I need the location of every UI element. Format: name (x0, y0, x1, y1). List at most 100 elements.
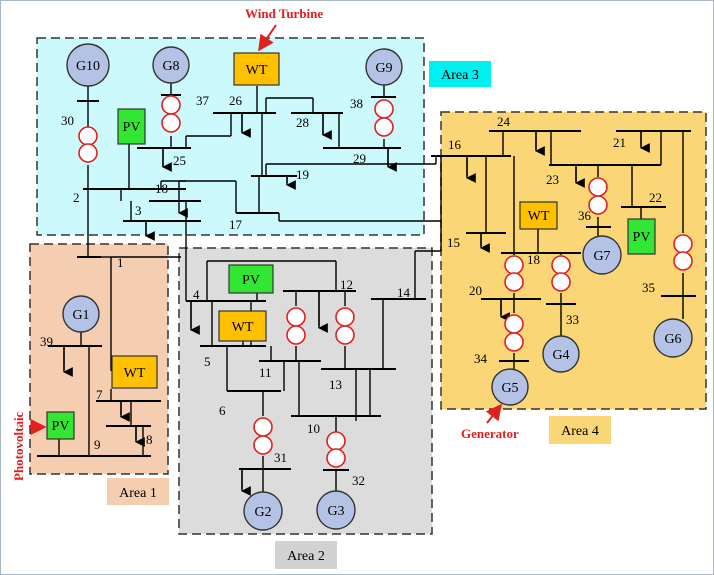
generator-g3: G3 (316, 490, 356, 530)
bus-label-21: 21 (613, 135, 626, 150)
bus-label-8: 8 (146, 432, 153, 447)
generators: G10 G8 G9 G1 G7 G6 G4 G5 G2 G3 (62, 43, 693, 531)
load-arrows (63, 113, 650, 496)
pv-box-area4: PV (627, 218, 656, 255)
bus-label-9: 9 (94, 437, 101, 452)
generator-g10: G10 (66, 43, 110, 87)
svg-text:WT: WT (124, 366, 146, 381)
wt-box-area4: WT (519, 201, 558, 230)
bus-label-39: 39 (40, 334, 53, 349)
bus-label-16: 16 (448, 137, 462, 152)
bus-label-36: 36 (578, 208, 592, 223)
photovoltaic-annotation: Photovoltaic (11, 411, 26, 481)
bus-labels: 1 2 3 4 5 6 7 8 9 10 11 12 13 14 15 16 1… (40, 93, 662, 488)
svg-text:G7: G7 (593, 249, 610, 264)
bus-label-6: 6 (219, 403, 226, 418)
svg-text:G5: G5 (501, 381, 518, 396)
svg-text:G1: G1 (72, 308, 89, 323)
bus-label-35: 35 (642, 280, 655, 295)
wind-turbines: WT WT WT WT (111, 52, 558, 389)
pv-box-area1: PV (46, 411, 75, 440)
area-1-tag-box (107, 478, 169, 505)
generator-g7: G7 (582, 235, 622, 275)
generator-annotation: Generator (461, 426, 519, 441)
transformer-38 (374, 99, 394, 137)
svg-text:G4: G4 (552, 348, 569, 363)
svg-text:G2: G2 (254, 505, 271, 520)
generator-pointer (485, 403, 502, 424)
area-3-tag: Area 3 (441, 68, 479, 83)
generator-g8: G8 (152, 46, 190, 84)
bus-label-24: 24 (497, 114, 511, 129)
area-2-region (178, 247, 433, 535)
area-4-tag-box (549, 416, 611, 444)
transformer-37 (161, 95, 181, 133)
svg-text:G3: G3 (327, 504, 344, 519)
bus-label-32: 32 (352, 473, 365, 488)
bus-label-28: 28 (296, 115, 309, 130)
area-2-tag: Area 2 (287, 549, 325, 564)
wind-turbine-annotation: Wind Turbine (245, 6, 323, 21)
wt-box-area3: WT (233, 52, 280, 86)
svg-text:G10: G10 (76, 59, 100, 74)
wind-turbine-pointer (258, 24, 277, 52)
bus-label-18: 18 (155, 181, 168, 196)
wt-box-area2: WT (218, 310, 267, 342)
transformer-35 (673, 234, 693, 271)
pv-box-area3: PV (117, 108, 146, 145)
transformer-30 (78, 126, 98, 163)
bus-label-11: 11 (259, 365, 272, 380)
annotations: Wind Turbine Photovoltaic Generator (11, 6, 519, 481)
bus-label-20: 20 (469, 283, 482, 298)
bus-label-7: 7 (96, 387, 103, 402)
transformer-31 (253, 417, 273, 455)
generator-g4: G4 (542, 335, 580, 373)
transformer-12 (335, 307, 355, 345)
svg-text:G6: G6 (664, 332, 681, 347)
bus-label-3: 3 (135, 203, 142, 218)
svg-text:G8: G8 (162, 59, 179, 74)
bus-label-10: 10 (307, 421, 320, 436)
bus-label-25: 25 (173, 153, 186, 168)
bus-label-17: 17 (229, 217, 243, 232)
pv-box-area2: PV (228, 264, 274, 294)
bus-label-15: 15 (447, 235, 460, 250)
bus-label-18b: 18 (527, 252, 540, 267)
bus-label-29: 29 (353, 151, 366, 166)
transformer-34 (504, 314, 524, 352)
svg-text:PV: PV (52, 419, 70, 434)
generator-g1: G1 (62, 295, 100, 333)
transformer-33 (551, 255, 571, 292)
bus-label-4: 4 (193, 287, 200, 302)
transformer-11 (286, 307, 306, 345)
bus-label-5: 5 (204, 354, 211, 369)
pv-sources: PV PV PV PV (46, 108, 656, 440)
bus-label-33: 33 (566, 312, 579, 327)
svg-text:WT: WT (246, 63, 268, 78)
generator-g9: G9 (365, 48, 403, 86)
bus-label-19: 19 (296, 167, 309, 182)
bus-label-26: 26 (229, 93, 243, 108)
svg-text:PV: PV (242, 273, 260, 288)
bus-label-2: 2 (73, 190, 80, 205)
generator-g2: G2 (243, 491, 283, 531)
transformers (78, 95, 693, 468)
bus-label-31: 31 (274, 450, 287, 465)
bus-label-14: 14 (397, 285, 411, 300)
generator-g5: G5 (491, 368, 529, 406)
bus-label-34: 34 (474, 351, 488, 366)
svg-text:WT: WT (232, 320, 254, 335)
bus-label-38: 38 (350, 96, 363, 111)
transformer-36 (588, 177, 608, 215)
wt-box-area1: WT (111, 355, 158, 389)
bus-label-23: 23 (546, 172, 559, 187)
transformer-19-20 (504, 255, 524, 292)
bus-label-1: 1 (117, 255, 124, 270)
svg-text:PV: PV (633, 230, 651, 245)
bus-label-37: 37 (196, 93, 210, 108)
area-2-tag-box (275, 541, 337, 569)
area-1-tag: Area 1 (119, 486, 157, 501)
bus-label-12: 12 (340, 277, 353, 292)
